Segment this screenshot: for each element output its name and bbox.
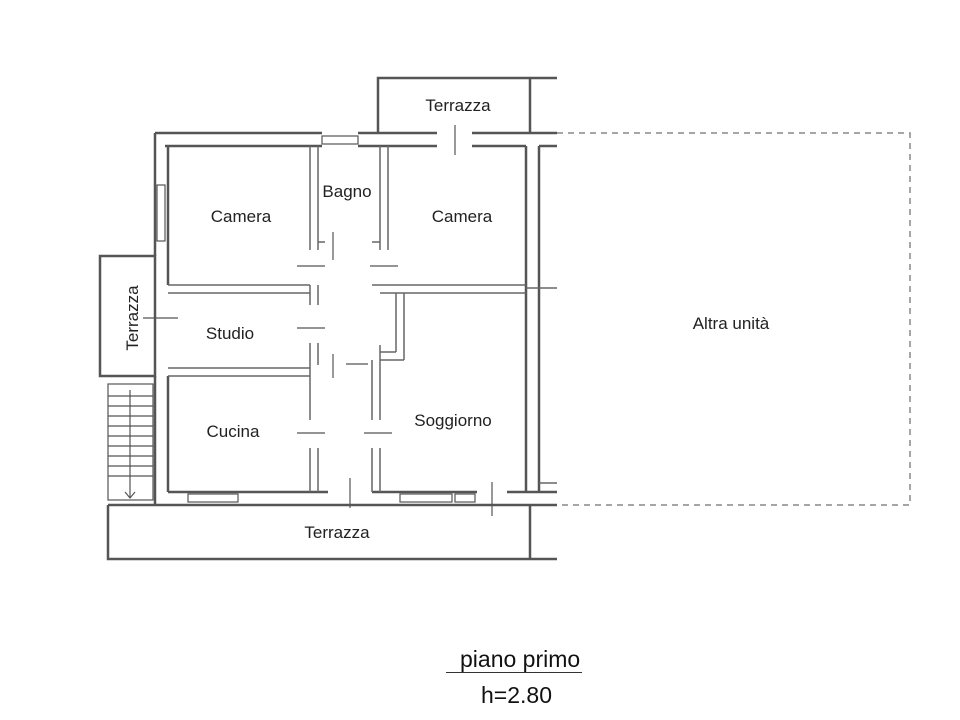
other-unit-outline [557,132,911,506]
outer-walls [108,131,557,507]
floor-name: piano primo [460,646,581,672]
doors [143,125,493,516]
interior-walls [168,146,557,492]
stairs [107,383,154,501]
label-living-room: Soggiorno [414,411,492,430]
label-terrace-top: Terrazza [425,96,491,115]
terrace-top [376,76,557,133]
label-study: Studio [206,324,254,343]
label-other-unit: Altra unità [693,314,770,333]
label-bathroom: Bagno [322,182,371,201]
terrace-left [98,254,157,378]
label-bedroom-1: Camera [211,207,272,226]
terrace-bottom [106,505,557,561]
windows [156,135,476,503]
label-terrace-left: Terrazza [123,285,142,351]
label-kitchen: Cucina [207,422,260,441]
label-terrace-bottom: Terrazza [304,523,370,542]
label-bedroom-2: Camera [432,207,493,226]
floor-name-underline [446,672,582,673]
floor-height: h=2.80 [481,682,552,708]
